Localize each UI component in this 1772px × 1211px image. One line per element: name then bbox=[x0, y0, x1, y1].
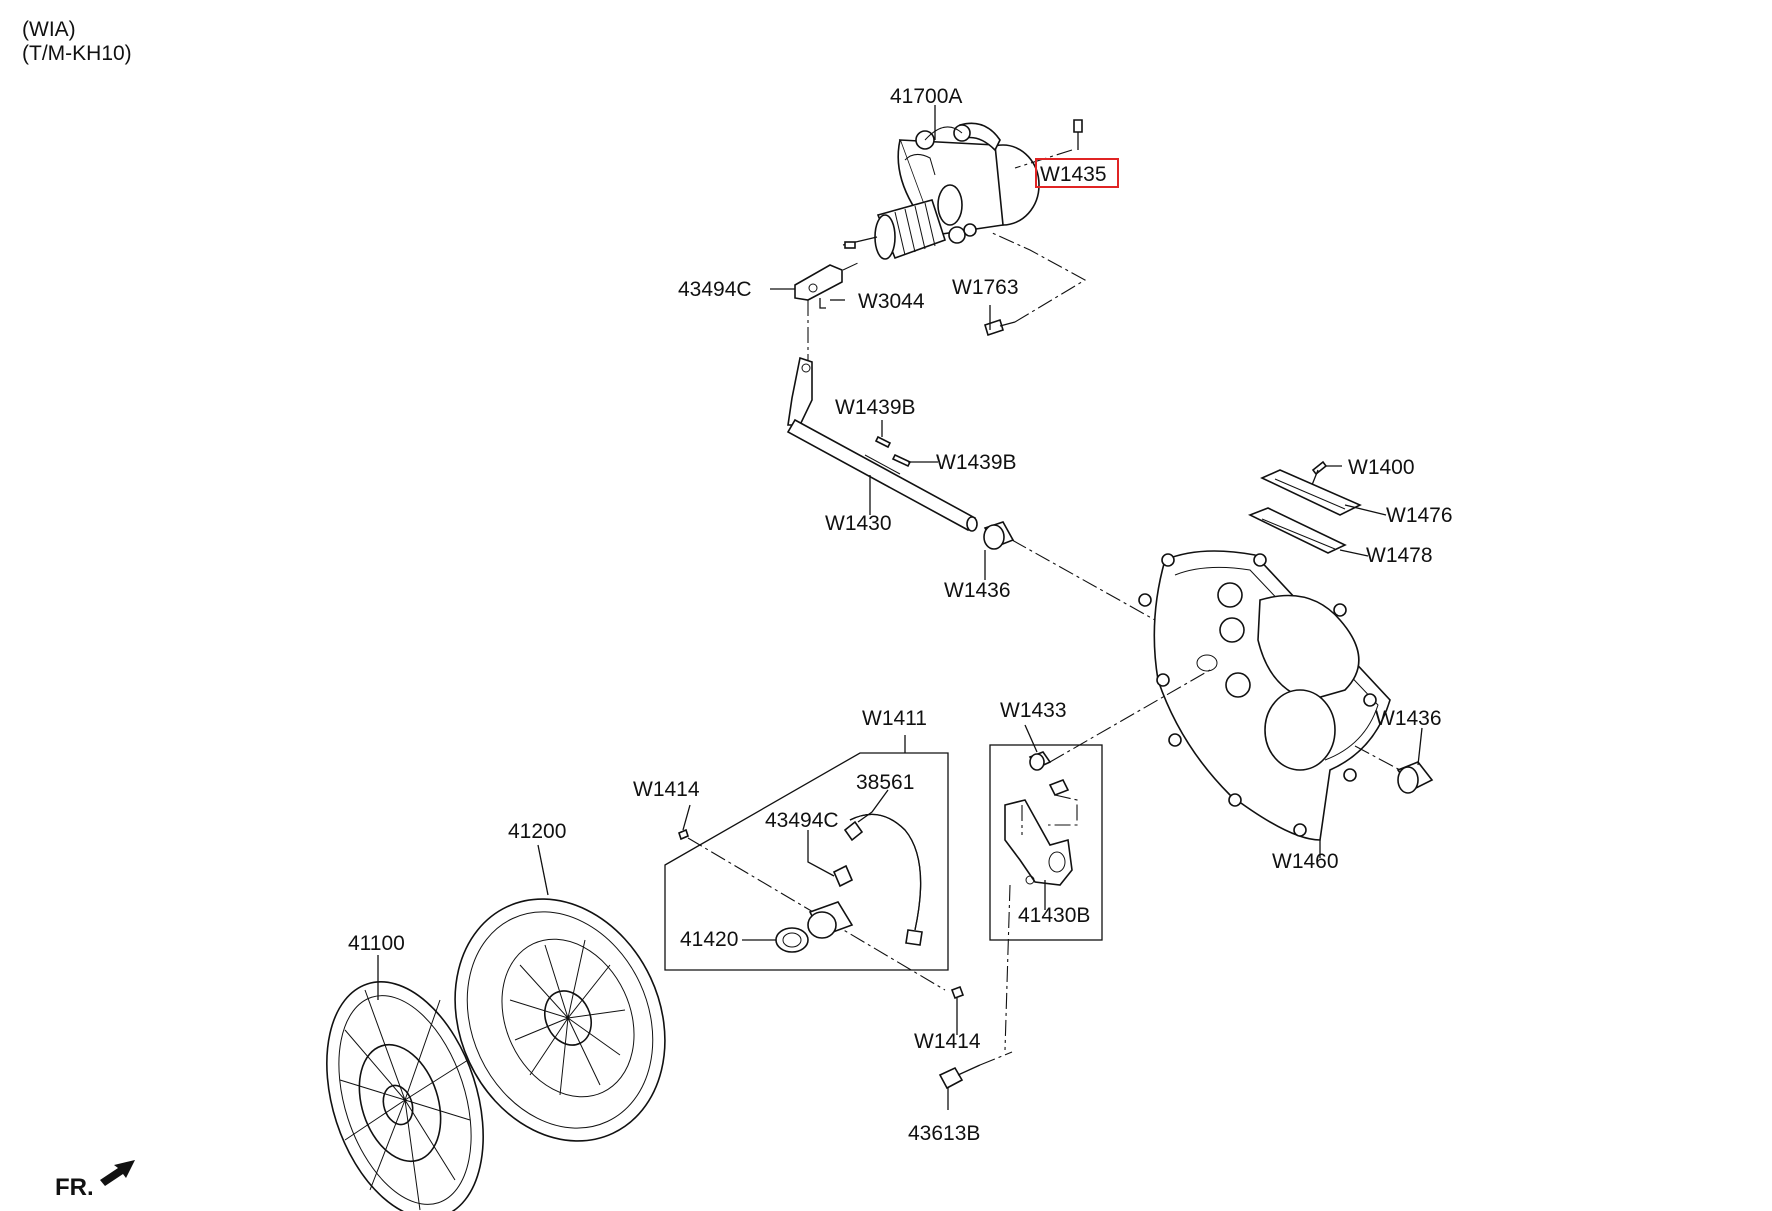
label-41100[interactable]: 41100 bbox=[348, 932, 405, 955]
label-w3044[interactable]: W3044 bbox=[858, 290, 925, 313]
label-w1439b-lower[interactable]: W1439B bbox=[936, 451, 1017, 474]
label-w1414-right[interactable]: W1414 bbox=[914, 1030, 981, 1053]
header-model: (WIA) bbox=[22, 18, 76, 41]
label-43494c-low[interactable]: 43494C bbox=[765, 809, 839, 832]
front-arrow-icon bbox=[100, 1160, 135, 1186]
label-w1400[interactable]: W1400 bbox=[1348, 456, 1415, 479]
hose-38561[interactable] bbox=[843, 813, 923, 946]
release-shaft-w1430[interactable] bbox=[786, 356, 978, 532]
cover-w1400-screw[interactable] bbox=[1311, 460, 1328, 486]
label-41420[interactable]: 41420 bbox=[680, 928, 738, 951]
label-w1414-left[interactable]: W1414 bbox=[633, 778, 700, 801]
gasket-w1478[interactable] bbox=[1248, 507, 1347, 554]
bolt-43613b[interactable] bbox=[938, 1051, 1013, 1090]
pressure-plate-41200[interactable] bbox=[417, 864, 704, 1175]
header-transmission: (T/M-KH10) bbox=[22, 42, 132, 65]
key-w1439b-lower[interactable] bbox=[891, 453, 912, 468]
highlight-box-w1435 bbox=[1035, 158, 1119, 188]
label-w1435[interactable]: W1435 bbox=[1040, 163, 1107, 186]
label-w1476[interactable]: W1476 bbox=[1386, 504, 1453, 527]
front-marker-label: FR. bbox=[55, 1174, 94, 1201]
label-w1436-upper[interactable]: W1436 bbox=[944, 579, 1011, 602]
clip-w1414-left[interactable] bbox=[678, 828, 689, 841]
cover-plate-w1476[interactable] bbox=[1260, 469, 1362, 516]
label-w1433[interactable]: W1433 bbox=[1000, 699, 1067, 722]
bushing-w1433[interactable] bbox=[1028, 669, 1211, 826]
group-box-41430b bbox=[989, 744, 1103, 941]
label-w1763[interactable]: W1763 bbox=[952, 276, 1019, 299]
label-43494c-top[interactable]: 43494C bbox=[678, 278, 752, 301]
key-w1439b-upper[interactable] bbox=[874, 435, 892, 449]
label-43613b[interactable]: 43613B bbox=[908, 1122, 980, 1145]
clevis-43494c-top[interactable] bbox=[794, 261, 861, 301]
clutch-booster-assembly[interactable] bbox=[842, 122, 1040, 260]
guide-line-bolt bbox=[1004, 884, 1011, 1051]
clutch-disc-41100[interactable] bbox=[299, 962, 511, 1211]
release-bearing-41420[interactable] bbox=[775, 901, 854, 953]
leader-lines bbox=[377, 105, 1423, 1110]
group-box-w1411 bbox=[664, 752, 949, 971]
label-w1411[interactable]: W1411 bbox=[862, 707, 927, 730]
label-38561[interactable]: 38561 bbox=[856, 771, 914, 794]
fitting-43494c-low[interactable] bbox=[832, 864, 854, 888]
fork-41430b[interactable] bbox=[1004, 799, 1073, 886]
pin-w3044[interactable] bbox=[819, 298, 826, 309]
bushing-w1436-upper[interactable] bbox=[983, 521, 1156, 621]
label-41200[interactable]: 41200 bbox=[508, 820, 566, 843]
bell-housing-w1460[interactable] bbox=[1138, 550, 1391, 841]
label-w1460[interactable]: W1460 bbox=[1272, 850, 1339, 873]
bushing-w1436-right[interactable] bbox=[1354, 745, 1434, 794]
label-w1439b-upper[interactable]: W1439B bbox=[835, 396, 916, 419]
label-41700a[interactable]: 41700A bbox=[890, 85, 962, 108]
clip-w1414-right[interactable] bbox=[950, 985, 965, 1000]
label-41430b[interactable]: 41430B bbox=[1018, 904, 1090, 927]
label-w1430[interactable]: W1430 bbox=[825, 512, 892, 535]
label-w1436-right[interactable]: W1436 bbox=[1375, 707, 1442, 730]
label-w1478[interactable]: W1478 bbox=[1366, 544, 1433, 567]
